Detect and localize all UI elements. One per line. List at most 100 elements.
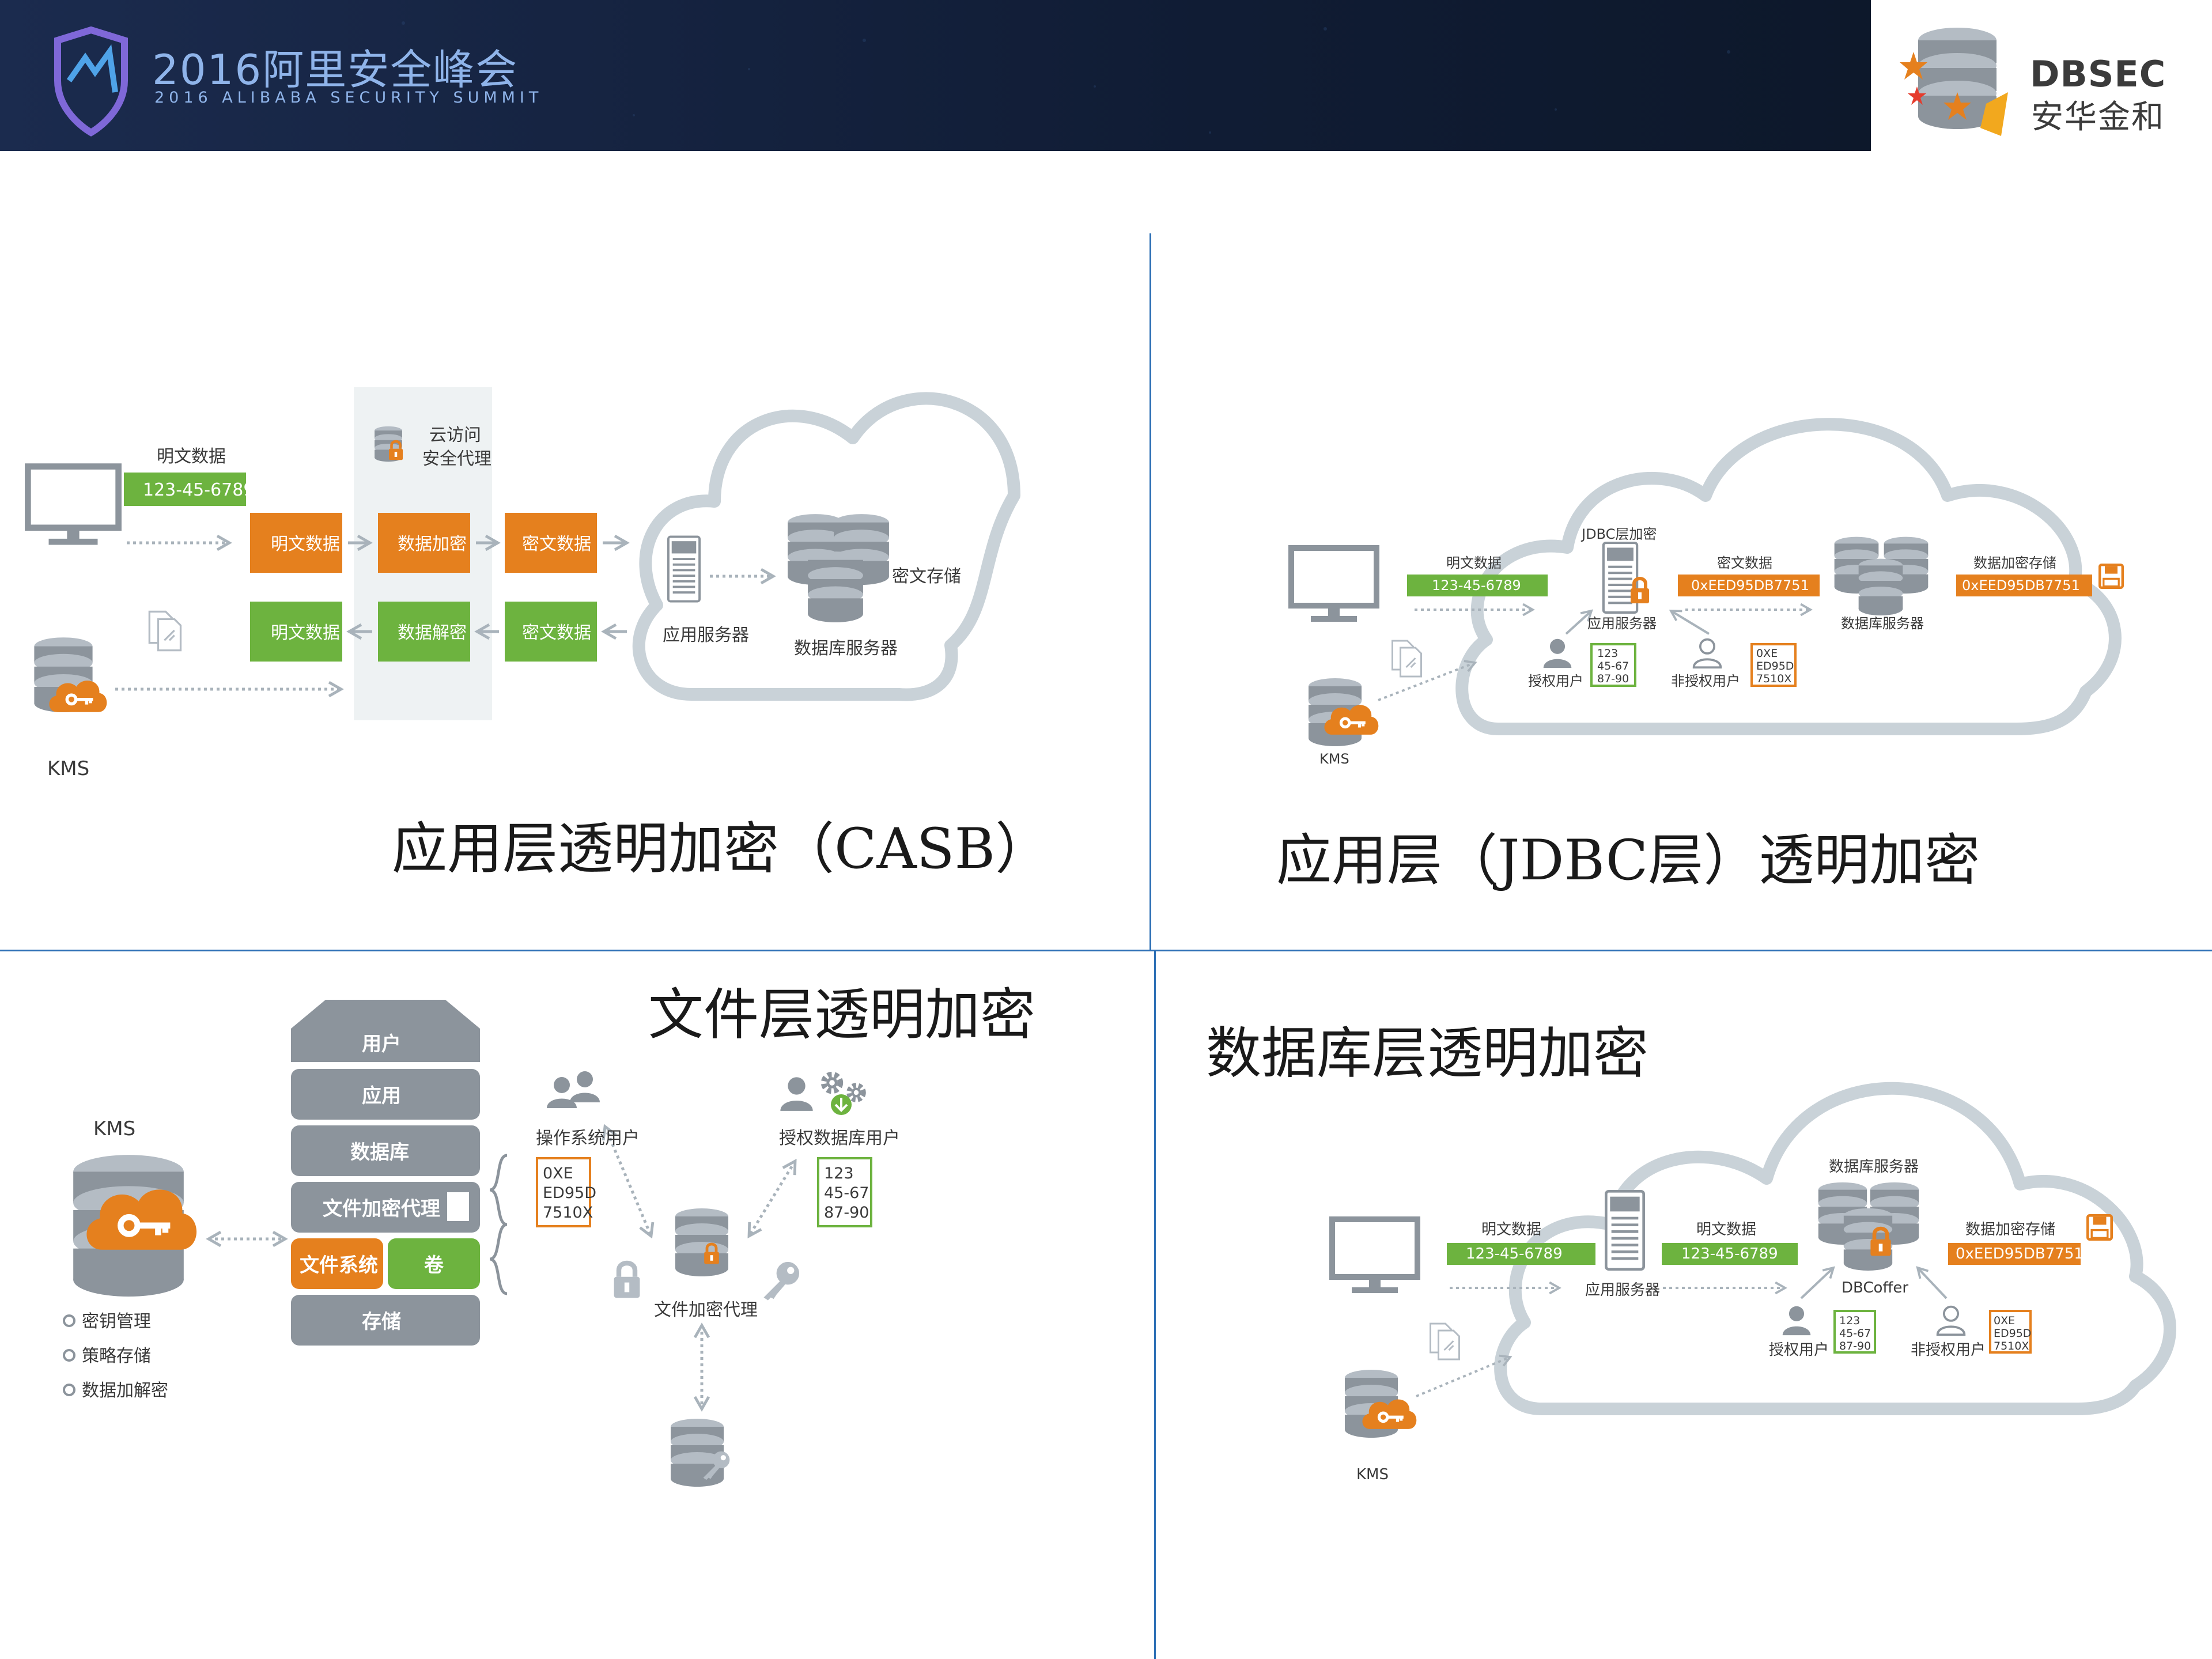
casb-box-plain-bottom-text: 明文数据 [271,623,340,643]
jdbc-cipher-value-box [1678,575,1820,596]
casb-box-plain-top-text: 明文数据 [271,534,340,554]
db-doc-cipher-line-3: 7510X [1994,1340,2029,1352]
file-brace [489,1154,508,1226]
file-stack-fs-text: 文件系统 [300,1254,378,1277]
db-server-top-label: 数据库服务器 [1829,1158,1919,1176]
db-auth-user-label: 授权用户 [1769,1341,1829,1359]
file-stack-fs [291,1238,383,1289]
jdbc-monitor-icon [1291,548,1377,622]
file-stack-db [291,1125,480,1176]
jdbc-label: JDBC层加密 [1580,526,1657,542]
db-doc-cipher-line-2: ED95D [1994,1327,2031,1340]
casb-box-decrypt-text: 数据解密 [398,623,467,643]
jdbc-doc-plain-line-3: 87-90 [1597,672,1629,685]
casb-app-server-label: 应用服务器 [663,625,749,645]
casb-box-plain-top [250,513,342,573]
jdbc-docs-icon [1391,640,1423,678]
file-kms-feature-1: 密钥管理 [82,1312,151,1332]
jdbc-plain-value: 123-45-6789 [1432,577,1521,594]
file-stack-proxy [291,1182,480,1233]
file-stack-vol-text: 卷 [424,1254,444,1277]
file-db-user-label: 授权数据库用户 [779,1128,900,1148]
file-stack-vol [388,1238,480,1289]
file-doc-plain-line-2: 45-67 [824,1184,869,1202]
summit-shield-icon [54,26,128,137]
file-stack-storage-text: 存储 [362,1310,401,1333]
casb-cipher-store-label: 密文存储 [892,566,961,587]
jdbc-app-server-label: 应用服务器 [1587,615,1657,632]
file-stack-user-text: 用户 [362,1033,401,1056]
db-plain-value-1: 123-45-6789 [1466,1245,1563,1263]
dbsec-logo-icon [1900,28,2008,136]
db-doc-plain-line-1: 123 [1839,1314,1860,1327]
casb-app-server-icon [668,536,699,601]
jdbc-kms-label: KMS [1319,751,1349,767]
db-dbcoffer-label: DBCoffer [1842,1279,1908,1297]
file-stack-app-text: 应用 [362,1084,401,1108]
file-kms-label: KMS [93,1117,135,1140]
jdbc-doc-cipher-line-2: ED95D [1756,660,1794,672]
jdbc-plain-label: 明文数据 [1446,555,1502,571]
jdbc-doc-plain-line-2: 45-67 [1597,660,1629,672]
db-plain-value-box-1 [1447,1243,1595,1265]
file-doc-cipher-line-2: ED95D [543,1184,596,1202]
file-os-user-label: 操作系统用户 [536,1128,640,1148]
file-kms-feature-3: 数据加解密 [82,1381,168,1401]
casb-db-icon-c [808,551,863,622]
casb-kms-label: KMS [47,757,89,780]
casb-box-encrypt [378,513,470,573]
casb-plain-label: 明文数据 [157,447,226,467]
jdbc-unauth-user-label: 非授权用户 [1671,673,1740,689]
file-doc-plain-line-1: 123 [824,1165,854,1182]
db-plain-label-2: 明文数据 [1696,1221,1756,1238]
db-app-server-icon [1606,1191,1643,1269]
db-doc-plain [1833,1310,1876,1354]
db-doc-plain-line-3: 87-90 [1839,1340,1871,1352]
db-store-value-box [1948,1243,2081,1265]
db-app-server-label: 应用服务器 [1585,1282,1660,1299]
db-plain-value-2: 123-45-6789 [1681,1245,1778,1263]
db-store-label: 数据加密存储 [1965,1221,2055,1238]
file-os-user-icon-a [547,1077,577,1108]
jdbc-cipher-value: 0xEED95DB7751 [1691,577,1809,594]
file-doc-cipher [536,1157,591,1227]
jdbc-auth-user-label: 授权用户 [1528,673,1583,689]
header-banner: 2016阿里安全峰会 2016 ALIBABA SECURITY SUMMIT [0,0,2212,151]
jdbc-store-value: 0xEED95DB7751 [1962,577,2080,594]
file-proxy-db-icon [675,1208,728,1276]
casb-box-cipher-top [505,513,597,573]
casb-plain-value: 123-45-6789 [143,480,254,500]
file-doc-cipher-line-3: 7510X [543,1204,593,1222]
casb-db-server-label: 数据库服务器 [794,638,898,659]
file-gray-lock-icon [614,1263,640,1298]
file-proxy-label: 文件加密代理 [654,1300,758,1320]
jdbc-doc-plain [1590,643,1636,687]
casb-proxy-label-2: 安全代理 [422,449,491,469]
db-plain-value-box-2 [1662,1243,1798,1265]
jdbc-store-label: 数据加密存储 [1973,555,2056,571]
summit-subtitle: 2016 ALIBABA SECURITY SUMMIT [154,89,543,107]
file-os-user-icon-b [570,1071,600,1102]
jdbc-diagram: JDBC层加密 明文数据 123-45-6789 密文数据 0xEED95DB7… [1152,418,2212,767]
casb-plain-value-box [124,473,246,506]
jdbc-db-server-label: 数据库服务器 [1841,615,1924,632]
file-stack-proxy-icon [447,1192,469,1221]
brand-cn: 安华金和 [2031,99,2165,136]
jdbc-cipher-label: 密文数据 [1717,555,1772,571]
db-store-value: 0xEED95DB7751 [1956,1245,2084,1263]
file-feature-bullet-3 [63,1384,75,1396]
file-gray-key-icon [763,1261,800,1301]
file-feature-bullet-2 [63,1349,75,1362]
brand-logo-area: DBSEC 安华金和 [1871,0,2212,151]
divider-vertical-top [1150,233,1151,951]
file-feature-bullet-1 [63,1314,75,1327]
casb-diagram: 明文数据 123-45-6789 云访问 安全代理 明文数据 数据加密 密文数据… [0,387,1020,780]
db-doc-cipher [1989,1310,2032,1354]
casb-docs-icon [148,610,182,652]
summit-title: 2016阿里安全峰会 [152,46,519,94]
db-monitor-icon [1332,1219,1417,1293]
casb-box-decrypt [378,602,470,662]
file-bottom-db-icon [671,1419,724,1487]
db-kms-label: KMS [1356,1466,1389,1483]
jdbc-doc-cipher-line-1: 0XE [1756,647,1778,660]
